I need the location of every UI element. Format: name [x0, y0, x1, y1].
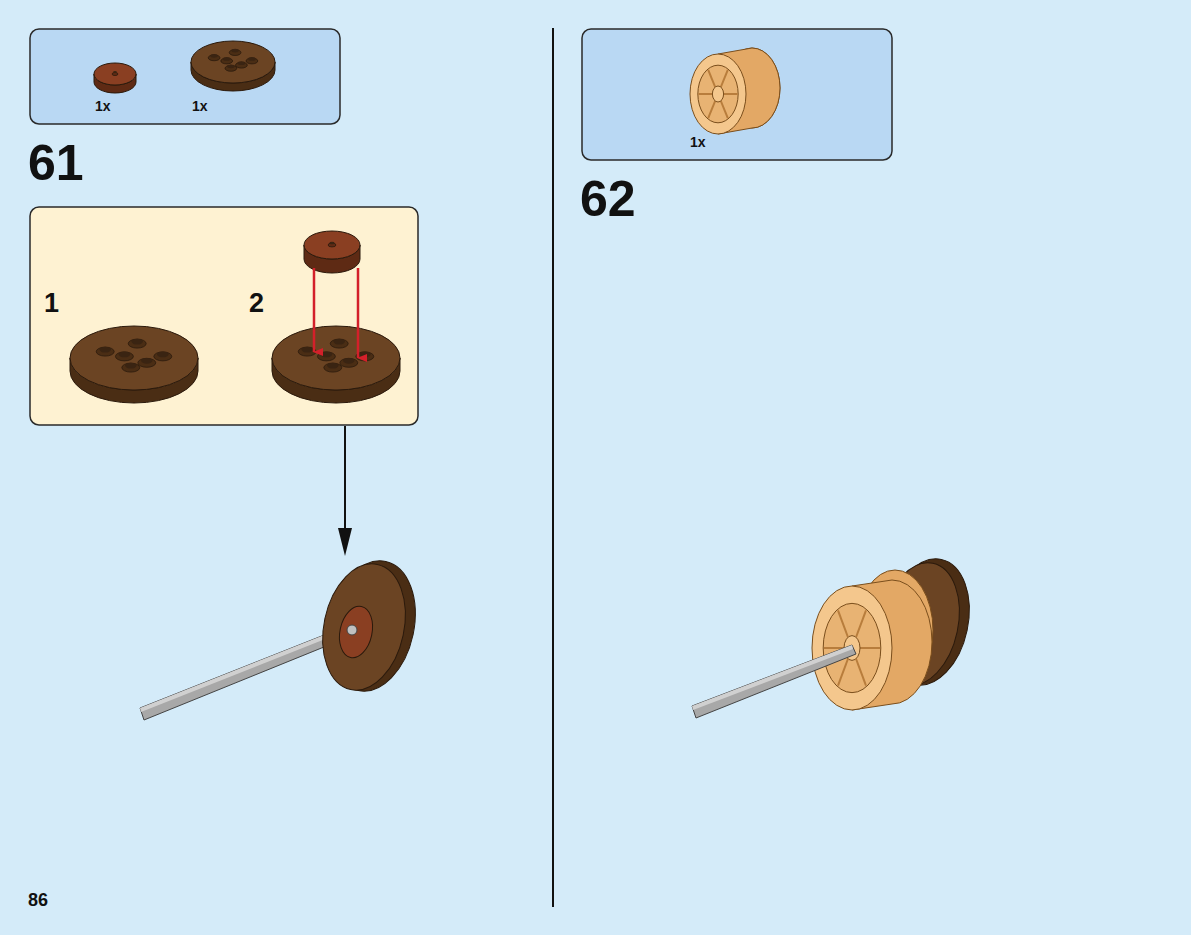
part-quantity: 1x	[192, 98, 208, 114]
substep-panel: 12	[30, 207, 418, 425]
round-plate-4x4	[272, 326, 400, 403]
axle-assembly	[140, 553, 427, 720]
panel-ground	[30, 29, 340, 124]
placement-arrow	[314, 268, 358, 358]
page-number: 86	[28, 890, 48, 911]
substep-number: 2	[249, 288, 264, 319]
round-plate-4x4	[191, 41, 275, 91]
substep-number: 1	[44, 288, 59, 319]
part-quantity: 1x	[690, 134, 706, 150]
panel-ground	[582, 29, 892, 160]
assembly-arrow	[338, 426, 352, 556]
part-quantity: 1x	[95, 98, 111, 114]
page-divider	[552, 28, 554, 907]
panel-ground	[30, 207, 418, 425]
wheel-rim	[690, 48, 780, 134]
round-plate-2x2	[304, 231, 360, 273]
wheel-assembly	[692, 551, 980, 718]
round-plate-4x4	[70, 326, 198, 403]
parts-panel: 1x 1x	[30, 29, 340, 124]
step-number: 62	[580, 170, 636, 228]
round-plate-2x2	[94, 63, 136, 93]
parts-panel: 1x	[582, 29, 892, 160]
step-number: 61	[28, 134, 84, 192]
